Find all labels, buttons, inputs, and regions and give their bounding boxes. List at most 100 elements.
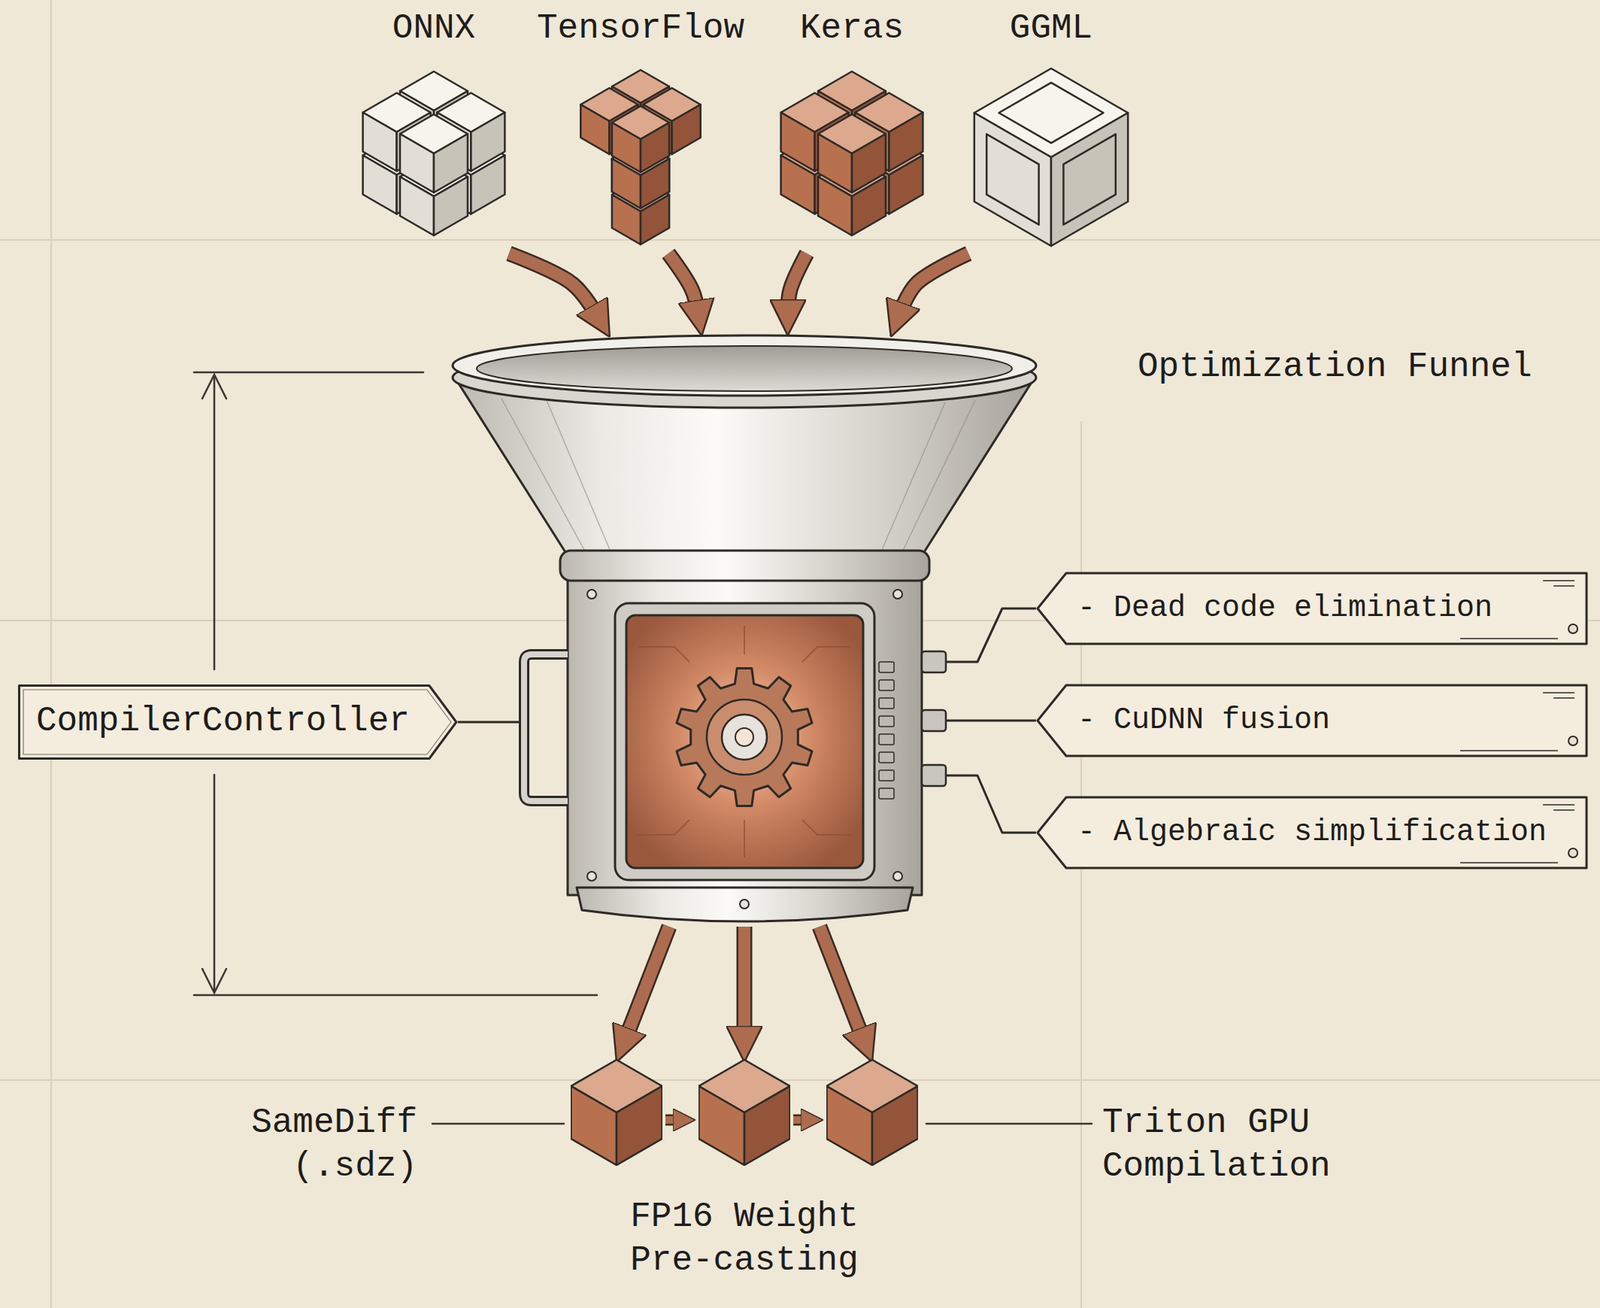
vent-slot bbox=[878, 679, 894, 691]
cube-face bbox=[363, 112, 397, 172]
funnel-outline bbox=[448, 330, 1041, 933]
cube-face bbox=[640, 122, 670, 173]
controller-pointer-box: CompilerController bbox=[18, 684, 458, 760]
funnel-handle bbox=[524, 654, 568, 801]
arrow-outline bbox=[819, 926, 865, 1042]
cube-frame bbox=[1063, 133, 1116, 225]
node-label: Optimization Funnel bbox=[1137, 345, 1533, 390]
grid-line bbox=[0, 239, 1600, 241]
connector-path bbox=[945, 775, 1037, 833]
connector-line bbox=[945, 775, 1037, 833]
tag-detail bbox=[1460, 749, 1558, 752]
dimension-arrowhead bbox=[202, 968, 227, 993]
grid-line bbox=[50, 0, 52, 1308]
dimension-arrowhead bbox=[202, 374, 227, 399]
dimension-line bbox=[213, 774, 216, 991]
tag-shape bbox=[1037, 796, 1587, 868]
arrow-outline bbox=[509, 253, 599, 319]
connector-line bbox=[457, 721, 527, 723]
output-cube-icon bbox=[826, 1058, 919, 1166]
tag-rivet bbox=[1568, 848, 1578, 858]
funnel-handle bbox=[524, 654, 568, 801]
cube-frame bbox=[986, 133, 1039, 225]
cube-face bbox=[888, 112, 923, 172]
funnel-streak bbox=[900, 400, 976, 557]
circuit-trace bbox=[802, 819, 852, 835]
port-knob bbox=[921, 709, 946, 731]
funnel-streak bbox=[877, 402, 946, 561]
tag-rivet bbox=[1568, 624, 1578, 634]
cube-block bbox=[826, 1059, 918, 1165]
funnel-mouth bbox=[476, 345, 1013, 391]
screw bbox=[893, 589, 903, 599]
arrow-shaft bbox=[509, 253, 599, 319]
screw bbox=[893, 871, 903, 881]
arrow-outline bbox=[665, 1114, 682, 1126]
circuit-trace bbox=[743, 625, 746, 655]
vent-slot bbox=[878, 769, 894, 781]
vent-slot bbox=[878, 697, 894, 709]
cube-face bbox=[672, 104, 701, 155]
cube-face bbox=[580, 104, 610, 155]
vent-slot bbox=[878, 715, 894, 727]
optimization-funnel: Optimization Funnel bbox=[448, 330, 1041, 933]
screw bbox=[587, 871, 597, 881]
circuit-trace bbox=[743, 819, 746, 858]
node-label: - CuDNN fusion bbox=[1077, 701, 1331, 740]
flow-arrow bbox=[744, 926, 746, 1040]
gear-hole bbox=[735, 727, 754, 746]
connector-path bbox=[457, 721, 527, 724]
arrow-shaft bbox=[787, 253, 807, 314]
tag-rivet bbox=[1568, 736, 1578, 746]
flow-arrow bbox=[624, 926, 670, 1042]
screw bbox=[587, 589, 597, 599]
flow-arrow bbox=[509, 253, 599, 319]
arrow-outline bbox=[898, 253, 969, 317]
cube-block bbox=[570, 1059, 662, 1165]
node-label: GGML bbox=[1009, 7, 1093, 52]
cube-block bbox=[612, 106, 670, 173]
pointer-inner-line bbox=[23, 689, 452, 755]
vent-slot bbox=[878, 733, 894, 745]
funnel-collar bbox=[560, 550, 930, 581]
node-label: Keras bbox=[800, 7, 904, 52]
format-cube-icon bbox=[554, 63, 728, 252]
pass-tag: - Algebraic simplification bbox=[1036, 795, 1588, 870]
cube-face bbox=[818, 133, 852, 193]
flow-arrow bbox=[787, 253, 807, 314]
node-label: TensorFlow bbox=[536, 7, 745, 52]
funnel-illustration bbox=[452, 335, 1037, 922]
connector-path bbox=[945, 719, 1037, 722]
tag-detail bbox=[1460, 861, 1558, 864]
arrow-shaft bbox=[738, 926, 751, 1040]
cube-block bbox=[974, 68, 1128, 246]
dimension-extension-line bbox=[193, 371, 424, 374]
tag-detail bbox=[1553, 584, 1575, 587]
cube-block bbox=[818, 114, 886, 193]
arrow-outline bbox=[793, 1114, 810, 1126]
leader-line bbox=[926, 1122, 1092, 1125]
tag-detail bbox=[1460, 637, 1558, 640]
cube-face bbox=[470, 112, 505, 172]
funnel-base bbox=[576, 887, 913, 922]
format-node: Keras bbox=[765, 7, 939, 252]
format-node: ONNX bbox=[347, 7, 521, 252]
pointer-shape bbox=[19, 685, 457, 759]
cube-face bbox=[433, 133, 468, 193]
arrow-shaft bbox=[819, 926, 865, 1042]
cube-face bbox=[616, 1085, 663, 1165]
gear-hub bbox=[721, 714, 767, 760]
circuit-trace bbox=[638, 646, 690, 662]
output-cube-icon bbox=[698, 1058, 791, 1166]
arrow-shaft bbox=[898, 253, 969, 317]
funnel-body bbox=[567, 571, 922, 895]
cube-face bbox=[612, 122, 641, 173]
gear bbox=[676, 668, 813, 807]
tag-detail bbox=[1542, 803, 1575, 806]
funnel-streak bbox=[546, 400, 615, 561]
gear-ring bbox=[706, 699, 782, 775]
flow-arrow bbox=[665, 1119, 682, 1121]
tag-detail bbox=[1542, 691, 1575, 694]
vent-slot bbox=[878, 787, 894, 799]
tag-detail bbox=[1542, 579, 1575, 582]
